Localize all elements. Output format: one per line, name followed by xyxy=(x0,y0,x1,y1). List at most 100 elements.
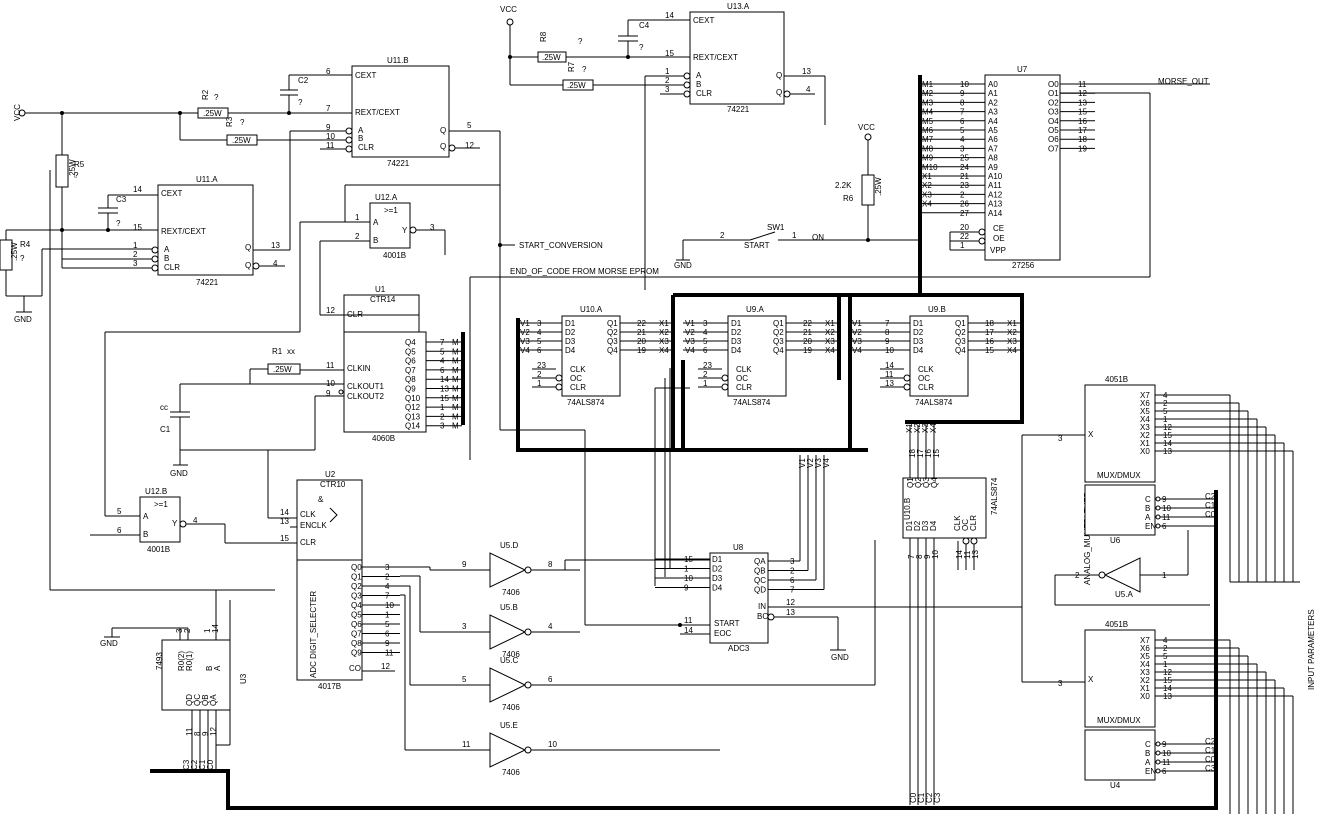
latch-ctl-pin: 1 xyxy=(537,379,542,388)
u10b-q-pin: 16 xyxy=(924,449,933,458)
svg-text:Y: Y xyxy=(402,226,408,235)
svg-text:22: 22 xyxy=(960,232,969,241)
svg-text:EOC: EOC xyxy=(714,629,732,638)
u7-addr-label: A0 xyxy=(988,80,998,89)
svg-text:15: 15 xyxy=(133,223,142,232)
svg-text:14: 14 xyxy=(665,11,674,20)
svg-text:REXT/CEXT: REXT/CEXT xyxy=(693,53,738,62)
latch-d-label: D3 xyxy=(565,337,576,346)
mux-ctrl-tag: C2 xyxy=(1205,737,1216,746)
u2-out-label: Q7 xyxy=(351,630,362,639)
u10b-pins: Q118X1Q217X2Q316X3Q415X4D17C0D28C1D39C2D… xyxy=(905,423,980,805)
svg-text:.25W: .25W xyxy=(68,159,77,178)
u2-out-label: Q3 xyxy=(351,592,362,601)
mux-top-label: 4051B xyxy=(1105,620,1128,629)
u7-out-label: O1 xyxy=(1048,89,1059,98)
svg-text:4017B: 4017B xyxy=(318,682,341,691)
svg-text:C2: C2 xyxy=(298,76,309,85)
svg-text:11: 11 xyxy=(326,361,335,370)
u10b-q-label: Q1 xyxy=(906,477,915,488)
u10b-d-label: D2 xyxy=(913,520,922,531)
inverter-part: 7406 xyxy=(502,768,520,777)
u2-out-label: Q5 xyxy=(351,611,362,620)
svg-text:74ALS874: 74ALS874 xyxy=(990,477,999,515)
latch-ctl-pin: 13 xyxy=(885,379,894,388)
svg-text:A: A xyxy=(164,245,170,254)
latch-part: 74ALS874 xyxy=(733,398,771,407)
svg-text:?: ? xyxy=(74,171,79,180)
svg-text:CE: CE xyxy=(993,224,1004,233)
latch-body xyxy=(909,315,969,397)
svg-text:CLR: CLR xyxy=(300,538,316,547)
latch-ctl-pin: 23 xyxy=(703,361,712,370)
latch-q-label: Q2 xyxy=(955,328,966,337)
latch-name: U9.A xyxy=(746,305,764,314)
svg-text:CLR: CLR xyxy=(696,89,712,98)
svg-text:ANALOG_MULITPLEXER: ANALOG_MULITPLEXER xyxy=(1083,491,1092,585)
resistor-r7: .25W R7 ? xyxy=(562,61,660,91)
svg-text:13: 13 xyxy=(786,608,795,617)
u3-out-pin: 12 xyxy=(209,727,218,736)
svg-text:2: 2 xyxy=(720,231,725,240)
svg-text:2: 2 xyxy=(133,250,138,259)
mux-x-label: X6 xyxy=(1140,644,1150,653)
svg-text:?: ? xyxy=(639,43,644,52)
svg-text:REXT/CEXT: REXT/CEXT xyxy=(355,108,400,117)
u10b-bus-tag: C2 xyxy=(925,792,934,803)
svg-text:A: A xyxy=(143,512,149,521)
latch-clr-bubble xyxy=(555,383,563,391)
svg-text:GND: GND xyxy=(674,261,692,270)
u10b-d-pin: 8 xyxy=(915,554,924,559)
mux-x-label: X2 xyxy=(1140,676,1150,685)
svg-text:U1: U1 xyxy=(375,285,386,294)
u8-d-label: D3 xyxy=(712,574,723,583)
u3-out-pin: 8 xyxy=(193,731,202,736)
u10b-q-pin: 15 xyxy=(932,449,941,458)
inverter-out-pin: 6 xyxy=(548,675,553,684)
latch-d-label: D1 xyxy=(731,319,742,328)
mux-x-label: X5 xyxy=(1140,407,1150,416)
mux-x-label: X3 xyxy=(1140,668,1150,677)
svg-text:ADC DIGIT_SELECTER: ADC DIGIT_SELECTER xyxy=(309,591,318,678)
latch-body xyxy=(561,315,621,397)
svg-text:13: 13 xyxy=(802,67,811,76)
u1-out-label: Q10 xyxy=(405,394,421,403)
latch-part: 74ALS874 xyxy=(915,398,953,407)
svg-text:?: ? xyxy=(298,98,303,107)
svg-text:1: 1 xyxy=(960,241,965,250)
svg-text:GND: GND xyxy=(14,315,32,324)
u1-out-label: Q7 xyxy=(405,366,416,375)
u7-addr-label: A8 xyxy=(988,154,998,163)
latch-q-label: Q2 xyxy=(607,328,618,337)
svg-text:Q: Q xyxy=(440,142,446,151)
resistor-r5: .25W R5 ? xyxy=(55,113,85,268)
svg-text:.25W: .25W xyxy=(874,177,883,196)
svg-text:4: 4 xyxy=(806,85,811,94)
svg-text:R3: R3 xyxy=(225,116,234,127)
svg-text:12: 12 xyxy=(381,662,390,671)
svg-text:GND: GND xyxy=(170,469,188,478)
latch-q-label: Q3 xyxy=(773,337,784,346)
mux-x-label: X4 xyxy=(1140,660,1150,669)
mux-sel-bubble xyxy=(1155,759,1161,765)
latch-q-label: Q4 xyxy=(955,346,966,355)
latch-q-label: Q3 xyxy=(955,337,966,346)
svg-text:START: START xyxy=(744,241,770,250)
u7-addr-label: A14 xyxy=(988,209,1003,218)
inverter-name: U5.B xyxy=(500,603,518,612)
svg-text:VPP: VPP xyxy=(990,246,1006,255)
mux-ctrl-tag: C0 xyxy=(1205,510,1216,519)
svg-text:REXT/CEXT: REXT/CEXT xyxy=(161,227,206,236)
svg-text:U8: U8 xyxy=(733,543,744,552)
svg-text:3: 3 xyxy=(665,85,670,94)
inverter-part: 7406 xyxy=(502,588,520,597)
u3-out-pin: 11 xyxy=(185,727,194,736)
u1-out-label: Q5 xyxy=(405,347,416,356)
u10b-d-pin: 9 xyxy=(923,554,932,559)
u7-out-label: O2 xyxy=(1048,98,1059,107)
chip-u11b: U11.B 74221 CEXT REXT/CEXT A B CLR Q Q 6… xyxy=(320,56,500,168)
mux-sel-label: B xyxy=(1145,504,1150,513)
u7-addr-label: A10 xyxy=(988,172,1003,181)
